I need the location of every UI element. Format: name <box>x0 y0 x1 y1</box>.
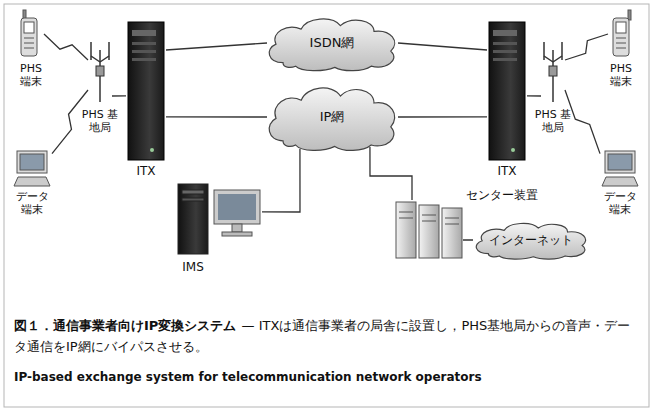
figure-title: 図１．通信事業者向けIP変換システム <box>14 318 236 333</box>
english-caption: IP-based exchange system for telecommuni… <box>14 370 482 384</box>
device-label: ITX <box>126 164 166 178</box>
network-name: IP網 <box>320 109 345 125</box>
wireless-link <box>565 90 600 154</box>
base-station: PHS 基地局 <box>541 42 565 102</box>
exchange-tower <box>128 22 164 160</box>
device-label: PHS 端末 <box>13 62 49 88</box>
internet-cloud: インターネット <box>470 220 592 260</box>
figure-caption: 図１．通信事業者向けIP変換システム— ITXは通信事業者の局舎に設置し，PHS… <box>14 316 638 358</box>
network-line <box>398 116 487 117</box>
network-name: ISDN網 <box>310 35 355 51</box>
device-label: PHS 基地局 <box>77 108 123 134</box>
ip-cloud: IP網 <box>262 82 402 152</box>
network-line <box>112 95 126 96</box>
network-line <box>262 149 300 212</box>
device-label: PHS 基地局 <box>530 108 576 134</box>
base-station: PHS 基地局 <box>88 42 112 102</box>
network-name: インターネット <box>489 233 573 247</box>
exchange-tower <box>489 22 525 160</box>
center-servers <box>396 202 462 258</box>
antenna-icon <box>91 42 109 102</box>
itx-exchange: ITX <box>487 22 527 160</box>
wireless-link <box>44 34 88 60</box>
antenna-icon <box>544 42 562 102</box>
phs-terminal: PHS 端末 <box>18 10 44 58</box>
ims-server <box>178 184 260 254</box>
network-line <box>527 95 541 96</box>
phone-icon <box>613 10 631 56</box>
center-equipment: センター装置 <box>395 200 463 258</box>
wireless-link <box>565 34 608 60</box>
network-line <box>166 43 267 50</box>
computer-icon <box>602 151 638 186</box>
device-label: IMS <box>173 260 213 274</box>
device-label: データ 端末 <box>9 190 55 216</box>
data-terminal: データ 端末 <box>600 150 640 186</box>
network-line <box>463 239 473 240</box>
itx-exchange: ITX <box>126 22 166 160</box>
phs-terminal: PHS 端末 <box>608 10 634 58</box>
device-label: センター装置 <box>466 188 538 202</box>
computer-icon <box>14 151 50 186</box>
isdn-cloud: ISDN網 <box>262 14 402 72</box>
wireless-link <box>52 90 88 154</box>
network-line <box>166 116 267 117</box>
device-label: PHS 端末 <box>603 62 639 88</box>
figure-frame <box>4 4 649 407</box>
network-line <box>370 147 412 200</box>
phone-icon <box>21 10 37 56</box>
device-label: データ 端末 <box>597 190 643 216</box>
data-terminal: データ 端末 <box>12 150 52 186</box>
ims-server: IMS <box>176 182 262 256</box>
network-line <box>398 43 487 50</box>
device-label: ITX <box>487 164 527 178</box>
